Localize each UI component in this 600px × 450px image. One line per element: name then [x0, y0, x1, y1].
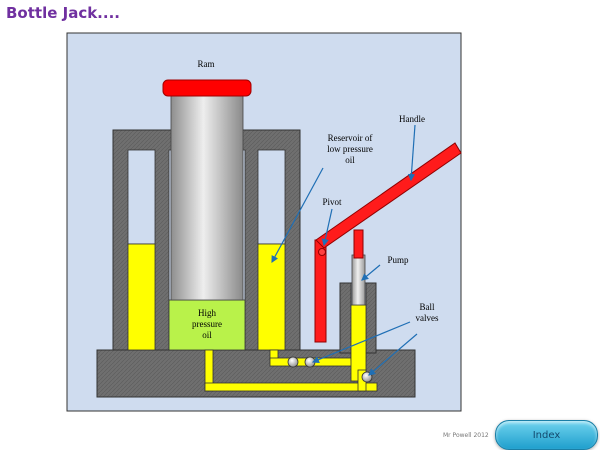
label-high-pressure-line-1: High: [198, 308, 217, 318]
label-pump: Pump: [387, 255, 409, 265]
label-handle: Handle: [399, 114, 425, 124]
label-ball-valves-line-1: Ball: [420, 302, 435, 312]
pivot-pin: [318, 248, 326, 256]
credit-text: Mr Powell 2012: [443, 432, 489, 439]
index-button[interactable]: Index: [495, 420, 598, 450]
label-arrows: [271, 124, 418, 376]
reservoir-oil: [127, 149, 286, 351]
label-pivot: Pivot: [322, 197, 342, 207]
label-ball-valves-line-2: valves: [416, 313, 439, 323]
pump-plunger: [351, 254, 366, 306]
label-high-pressure-line-3: oil: [202, 330, 212, 340]
label-reservoir-line-2: low pressure: [327, 144, 373, 154]
label-ram: Ram: [198, 59, 215, 69]
ram-cap: [162, 79, 252, 97]
ball-valve-1: [287, 356, 299, 368]
label-reservoir-line-1: Reservoir of: [328, 133, 373, 143]
ram: [162, 79, 252, 301]
label-reservoir-line-3: oil: [345, 155, 355, 165]
ram-cylinder: [170, 94, 244, 301]
label-high-pressure-line-2: pressure: [192, 319, 222, 329]
pump: [350, 254, 367, 392]
slide-title: Bottle Jack....: [6, 4, 120, 22]
